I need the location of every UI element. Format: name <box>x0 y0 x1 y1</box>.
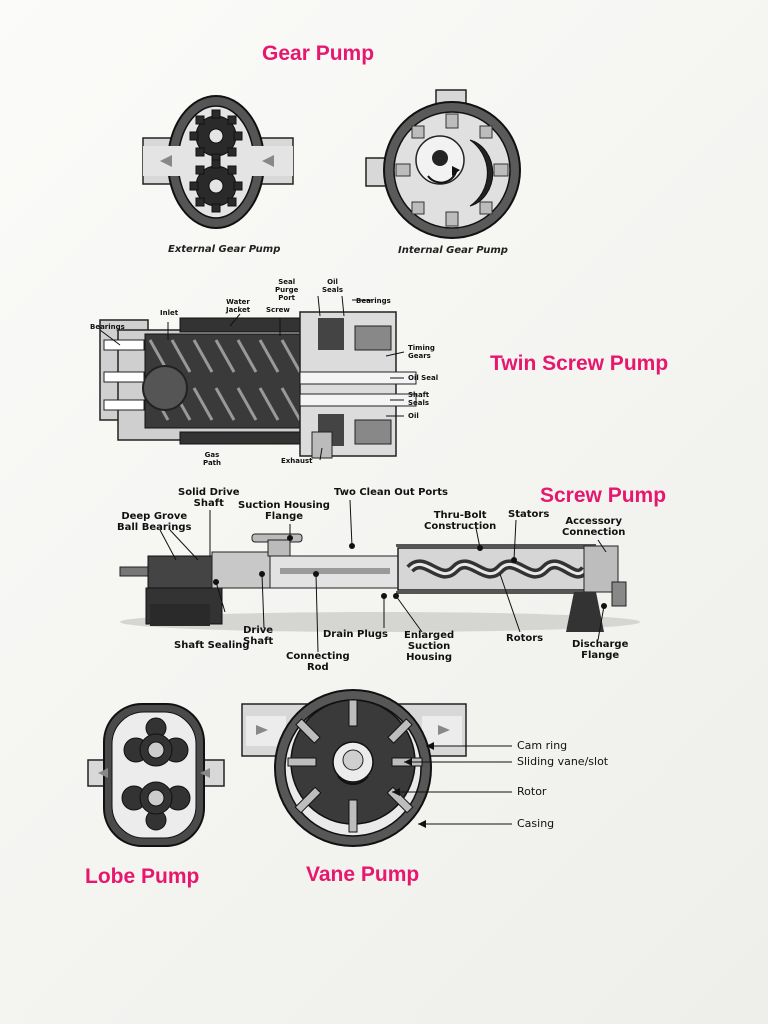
label-two-clean-out-ports: Two Clean Out Ports <box>334 487 448 498</box>
label-rotor: Rotor <box>517 785 547 798</box>
label-enlarged-suction-housing: Enlarged Suction Housing <box>404 630 455 663</box>
label-screw: Screw <box>266 306 290 314</box>
label-gas-path: Gas Path <box>203 451 221 467</box>
label-casing: Casing <box>517 817 555 830</box>
label-inlet: Inlet <box>160 309 179 317</box>
label-cam-ring: Cam ring <box>517 739 568 752</box>
screw-pump-title: Screw Pump <box>540 484 667 507</box>
label-connecting-rod: Connecting Rod <box>286 651 350 673</box>
label-deep-grove-bearings: Deep Grove Ball Bearings <box>117 511 192 533</box>
label-drive-shaft: Drive Shaft <box>243 625 274 647</box>
internal-gear-caption: Internal Gear Pump <box>398 245 508 256</box>
label-timing-gears: Timing Gears <box>408 344 435 360</box>
label-thru-bolt: Thru-Bolt Construction <box>424 510 497 532</box>
external-gear-caption: External Gear Pump <box>168 244 281 255</box>
label-bearings-right: Bearings <box>356 297 391 305</box>
label-drain-plugs: Drain Plugs <box>323 629 388 640</box>
label-accessory-connection: Accessory Connection <box>562 516 626 538</box>
label-water-jacket: Water Jacket <box>226 298 251 314</box>
label-sliding-vane: Sliding vane/slot <box>517 755 609 768</box>
label-seal-purge-port: Seal Purge Port <box>275 278 299 302</box>
label-oil-seal: Oil Seal <box>408 374 439 382</box>
label-solid-drive-shaft: Solid Drive Shaft <box>178 487 240 509</box>
label-stators: Stators <box>508 509 550 520</box>
label-rotors: Rotors <box>506 633 544 644</box>
label-bearings-left: Bearings <box>90 323 125 331</box>
label-shaft-seals: Shaft Seals <box>408 391 430 407</box>
lobe-pump-title: Lobe Pump <box>85 865 200 888</box>
vane-pump-title: Vane Pump <box>306 863 420 886</box>
label-shaft-sealing: Shaft Sealing <box>174 640 250 651</box>
label-discharge-flange: Discharge Flange <box>572 639 629 661</box>
label-oil: Oil <box>408 412 419 420</box>
twin-screw-pump-title: Twin Screw Pump <box>490 352 669 375</box>
label-suction-housing-flange: Suction Housing Flange <box>238 500 330 522</box>
label-oil-seals: Oil Seals <box>322 278 344 294</box>
gear-pump-title: Gear Pump <box>262 42 375 65</box>
label-exhaust: Exhaust <box>281 457 313 465</box>
